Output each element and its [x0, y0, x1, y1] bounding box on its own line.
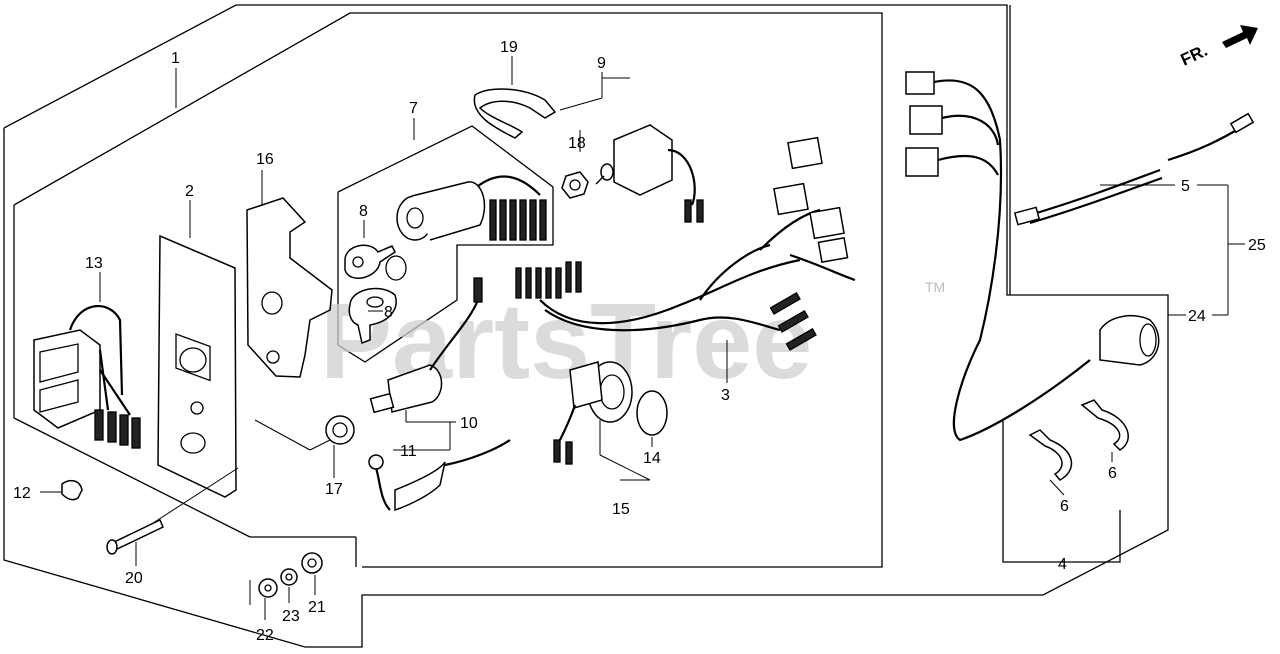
callout-11: 11 [400, 443, 417, 460]
callout-13: 13 [85, 255, 103, 272]
callout-8-bottom: 8 [384, 304, 393, 321]
part-22-washer [258, 578, 278, 598]
callout-10: 10 [460, 415, 478, 432]
watermark-trademark: TM [925, 279, 945, 295]
callout-20: 20 [125, 570, 143, 587]
callout-16: 16 [256, 151, 274, 168]
front-arrow-icon [1222, 25, 1258, 48]
callout-22: 22 [256, 627, 274, 644]
part-8-key-top [344, 244, 396, 280]
part-17-bushing [325, 415, 355, 445]
callout-9: 9 [597, 55, 606, 72]
part-14-cover [636, 390, 668, 436]
leader-lines [40, 56, 1245, 620]
callout-17: 17 [325, 481, 343, 498]
callout-6-left: 6 [1060, 498, 1069, 515]
part-12-clip [61, 479, 83, 501]
part-8-key-bottom [348, 287, 397, 345]
callout-1: 1 [171, 50, 180, 67]
front-direction-indicator: FR. [1178, 25, 1258, 70]
part-18-nut [561, 171, 589, 199]
callout-2: 2 [185, 183, 194, 200]
part-2-panel-plate [157, 234, 237, 498]
callout-25: 25 [1248, 237, 1266, 254]
part-20-bolt [106, 518, 164, 555]
callout-12: 12 [13, 485, 31, 502]
part-15-buzzer [553, 361, 633, 465]
callout-5: 5 [1181, 178, 1190, 195]
callout-24: 24 [1188, 308, 1206, 325]
part-6-clamp-left [1028, 429, 1073, 481]
callout-15: 15 [612, 501, 630, 518]
part-6-clamp-right [1080, 399, 1129, 451]
callout-numbers: 1 2 3 4 5 6 6 7 8 8 9 10 11 12 13 14 15 … [13, 39, 1266, 644]
part-10-stop-switch [369, 277, 483, 414]
part-13-meter [33, 305, 141, 449]
callout-4: 4 [1058, 556, 1067, 573]
part-11-lanyard [368, 439, 511, 512]
part-16-bracket [246, 197, 333, 378]
part-19-clamp [473, 88, 557, 139]
part-21-nut [301, 552, 323, 574]
part-24-harness [905, 71, 1160, 442]
callout-19: 19 [500, 39, 518, 56]
callout-23: 23 [282, 608, 300, 625]
part-5-cable [1013, 112, 1255, 226]
callout-3: 3 [721, 387, 730, 404]
callout-6-right: 6 [1108, 465, 1117, 482]
assembly-boundary-lines [3, 4, 1169, 648]
part-7-ignition-switch [385, 175, 547, 281]
part-9-toggle-switch [595, 124, 704, 223]
callout-21: 21 [308, 599, 326, 616]
callout-14: 14 [643, 450, 661, 467]
part-23-washer [280, 568, 298, 586]
callout-18: 18 [568, 135, 586, 152]
callout-8-top: 8 [359, 203, 368, 220]
front-label: FR. [1178, 41, 1211, 70]
callout-7: 7 [409, 100, 418, 117]
